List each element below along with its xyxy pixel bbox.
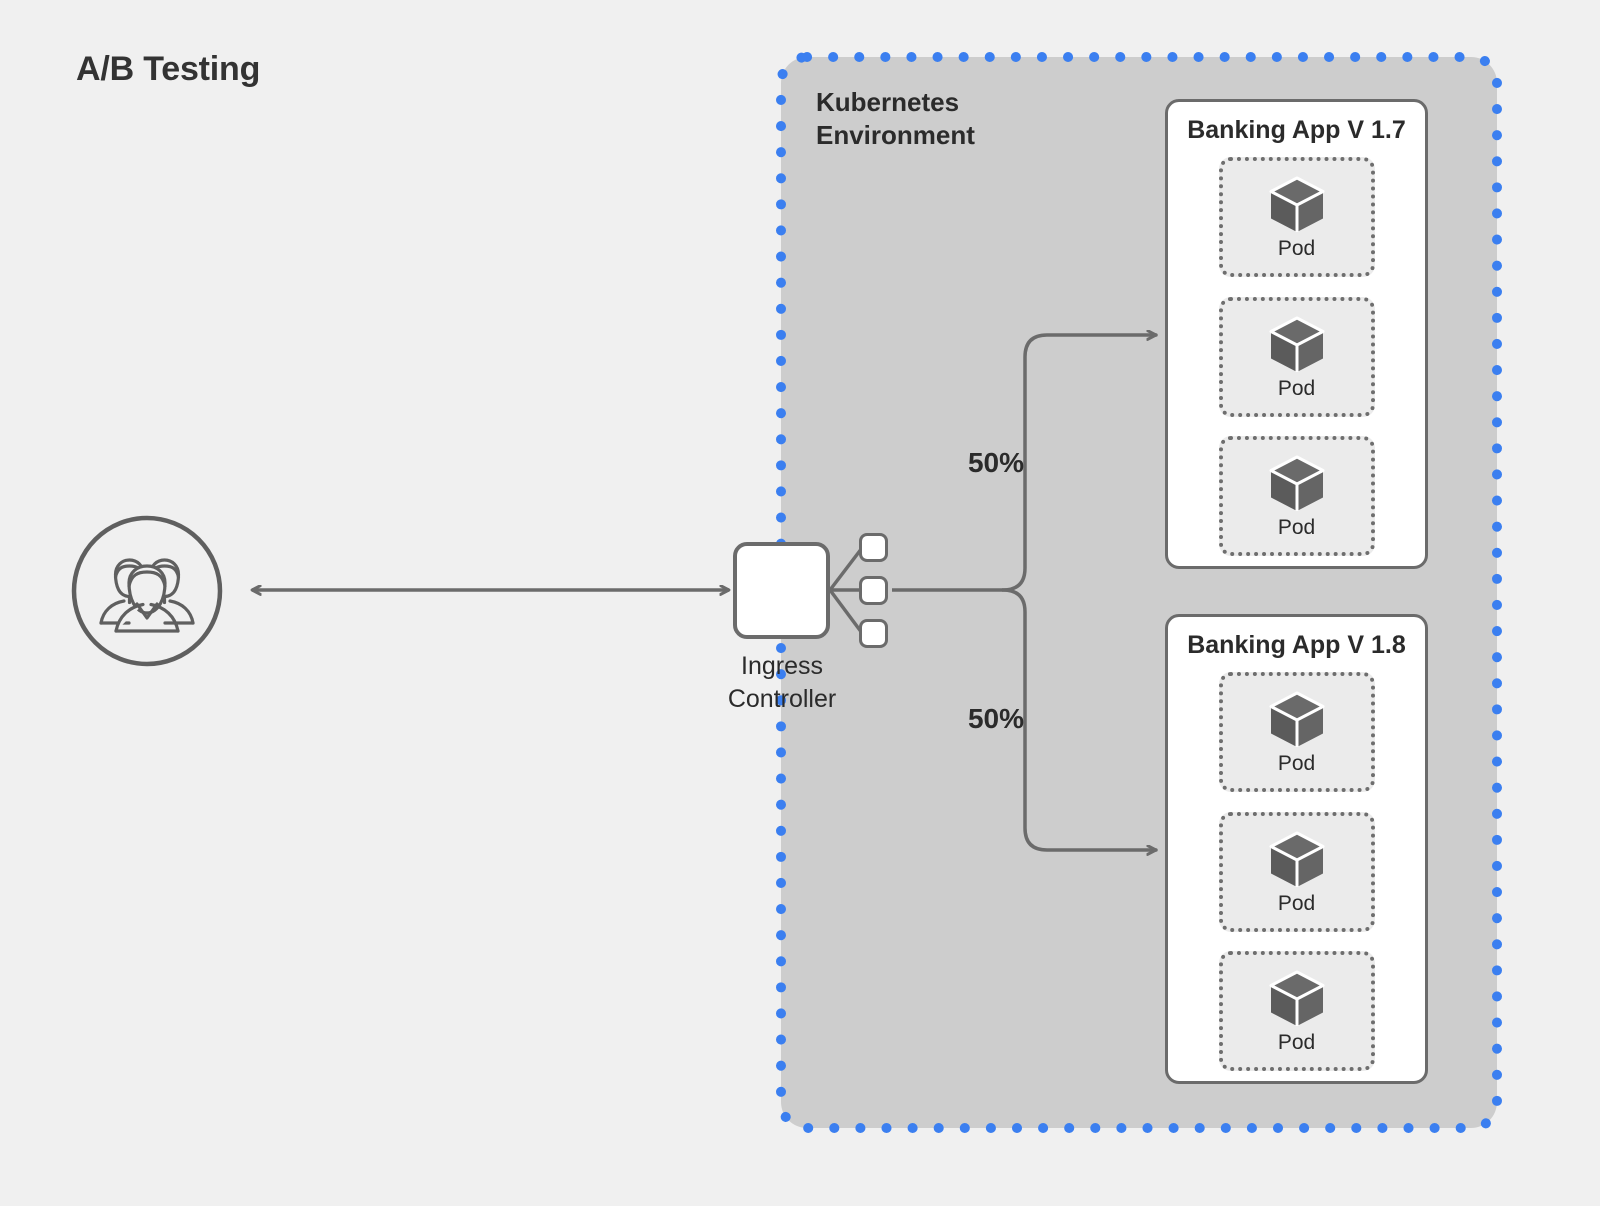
cube-icon <box>1269 691 1324 747</box>
ingress-port-3[interactable] <box>859 619 888 648</box>
ingress-label-line-2: Controller <box>727 684 837 713</box>
traffic-split-label-top: 50% <box>967 447 1025 478</box>
pod-v18-2[interactable]: Pod <box>1218 812 1375 932</box>
ingress-port-2[interactable] <box>859 576 888 605</box>
app-title-v18: Banking App V 1.8 <box>1187 631 1406 659</box>
ingress-controller-label: Ingress Controller <box>668 650 896 715</box>
kubernetes-label-line-2: Environment <box>816 120 975 151</box>
pod-label: Pod <box>1277 376 1316 400</box>
pod-v17-3[interactable]: Pod <box>1218 436 1375 556</box>
kubernetes-label-line-1: Kubernetes <box>816 87 960 117</box>
app-title-v17: Banking App V 1.7 <box>1187 116 1406 144</box>
users-group-icon <box>71 515 223 667</box>
cube-icon <box>1269 316 1324 372</box>
ingress-controller-node[interactable] <box>733 542 830 639</box>
pod-label: Pod <box>1277 236 1316 260</box>
ingress-port-1[interactable] <box>859 533 888 562</box>
traffic-split-label-bottom: 50% <box>967 703 1025 734</box>
pod-label: Pod <box>1277 891 1316 915</box>
cube-icon <box>1269 970 1324 1026</box>
ingress-label-line-1: Ingress <box>741 652 823 680</box>
users-node[interactable] <box>71 515 223 667</box>
pod-label: Pod <box>1277 751 1316 775</box>
cube-icon <box>1269 176 1324 232</box>
cube-icon <box>1269 455 1324 511</box>
app-box-banking-v17[interactable]: Banking App V 1.7 Pod Pod <box>1165 99 1428 569</box>
pod-v17-2[interactable]: Pod <box>1218 297 1375 417</box>
pod-v17-1[interactable]: Pod <box>1218 157 1375 277</box>
pod-v18-1[interactable]: Pod <box>1218 672 1375 792</box>
page-title: A/B Testing <box>76 50 261 88</box>
app-box-banking-v18[interactable]: Banking App V 1.8 Pod Pod <box>1165 614 1428 1084</box>
kubernetes-environment-label: Kubernetes Environment <box>816 86 975 153</box>
pod-v18-3[interactable]: Pod <box>1218 951 1375 1071</box>
cube-icon <box>1269 831 1324 887</box>
pod-label: Pod <box>1277 1030 1316 1054</box>
pod-label: Pod <box>1277 515 1316 539</box>
